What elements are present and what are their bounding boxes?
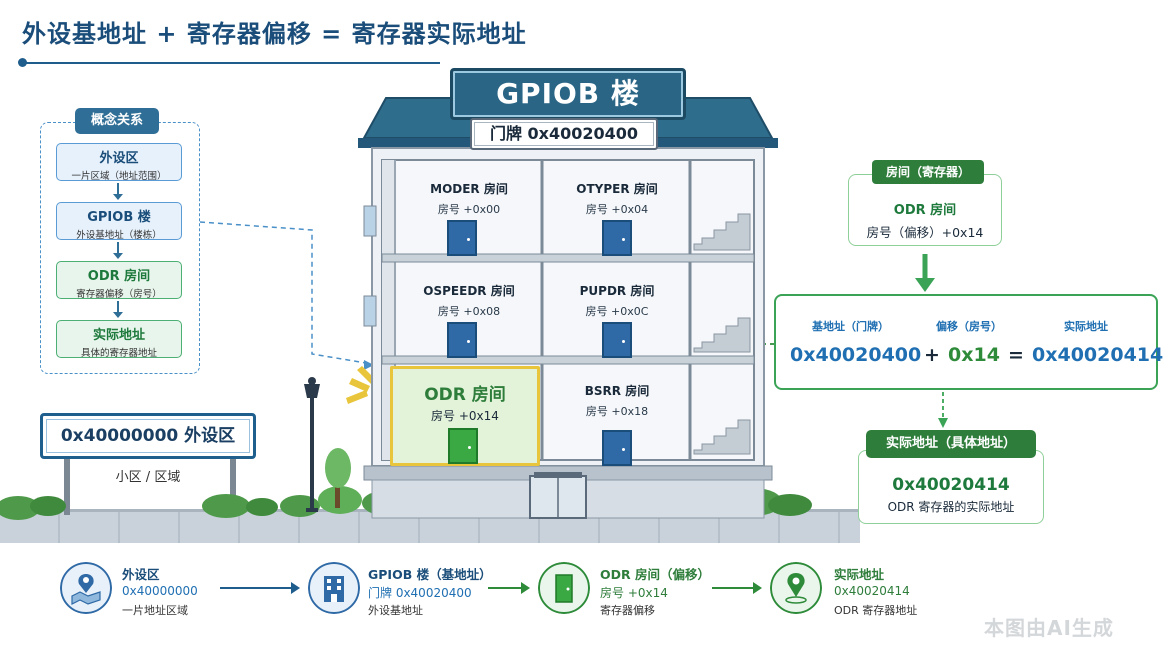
tree-icon — [325, 448, 351, 508]
register-name: ODR 房间 — [893, 203, 957, 218]
ai-watermark: 本图由AI生成 — [984, 616, 1114, 640]
door-icon — [602, 430, 632, 466]
flow-step-value: 门牌 0x40020400 — [368, 586, 472, 600]
formula-offset-value: 0x14 — [948, 344, 1000, 366]
room-moder: MODER 房间 房号 +0x00 — [396, 180, 542, 217]
formula-equals: = — [1008, 344, 1024, 366]
room-offset: 房号 +0x14 — [431, 409, 499, 423]
room-odr-highlight — [390, 366, 540, 466]
concept-tag: 概念关系 — [75, 108, 159, 134]
concept-item-sub: 具体的寄存器地址 — [80, 348, 157, 359]
formula-result-label: 实际地址 — [1064, 320, 1108, 333]
flow-step-value: 0x40020414 — [834, 584, 910, 598]
formula-base-value: 0x40020400 — [790, 344, 922, 366]
formula-base-label: 基地址（门牌） — [812, 320, 889, 333]
flow-step-title: GPIOB 楼（基地址） — [368, 567, 492, 582]
concept-odr-room: ODR 房间 寄存器偏移（房号） — [56, 261, 182, 300]
flow-step-title: ODR 房间（偏移） — [600, 567, 710, 582]
register-to-formula-arrowhead — [915, 278, 935, 292]
flow-step-title: 实际地址 — [834, 567, 885, 582]
result-value: 0x40020414 — [892, 475, 1010, 495]
room-name: ODR 房间 — [424, 385, 506, 405]
peripheral-zone-sign: 0x40000000 外设区 — [40, 413, 256, 459]
formula-to-result-arrowhead — [938, 418, 948, 428]
concept-real-address: 实际地址 具体的寄存器地址 — [56, 320, 182, 359]
flow-arrow — [712, 582, 762, 594]
room-pupdr: PUPDR 房间 房号 +0x0C — [544, 282, 690, 319]
gpiob-building: GPIOB 楼 门牌 0x40020400 MODER 房间 房号 +0x00 … — [358, 68, 778, 519]
result-tag: 实际地址（具体地址） — [866, 430, 1036, 458]
flow-step-sub: ODR 寄存器地址 — [834, 604, 918, 617]
concept-item-title: 外设区 — [99, 151, 139, 166]
street-lamp-icon — [304, 377, 320, 512]
formula-result-value: 0x40020414 — [1032, 344, 1164, 366]
stairs-icon — [693, 213, 751, 455]
room-offset: 房号 +0x04 — [585, 203, 649, 216]
map-pin-icon — [60, 562, 112, 614]
flow-step-sub: 寄存器偏移 — [600, 604, 655, 617]
register-card: ODR 房间 房号（偏移）+0x14 — [848, 174, 1002, 246]
flow-arrow — [488, 582, 530, 594]
room-name: OSPEEDR 房间 — [423, 284, 515, 298]
room-offset: 房号 +0x08 — [437, 305, 501, 318]
room-offset: 房号 +0x00 — [437, 203, 501, 216]
concept-gpiob-building: GPIOB 楼 外设基地址（楼栋） — [56, 202, 182, 241]
concept-item-title: 实际地址 — [92, 328, 145, 343]
concept-link-line — [199, 221, 373, 365]
register-offset: 房号（偏移）+0x14 — [866, 225, 984, 240]
title-rule — [22, 62, 440, 64]
concept-item-title: ODR 房间 — [87, 269, 151, 284]
room-name: MODER 房间 — [430, 182, 508, 196]
room-name: OTYPER 房间 — [576, 182, 658, 196]
room-ospeedr: OSPEEDR 房间 房号 +0x08 — [396, 282, 542, 319]
location-pin-icon — [770, 562, 822, 614]
flow-step-sub: 一片地址区域 — [122, 604, 188, 617]
door-icon — [538, 562, 590, 614]
page-title: 外设基地址 + 寄存器偏移 = 寄存器实际地址 — [22, 20, 527, 48]
flow-step-title: 外设区 — [122, 567, 160, 582]
door-icon — [602, 220, 632, 256]
room-offset: 房号 +0x18 — [585, 405, 649, 418]
address-formula: 基地址（门牌） 偏移（房号） 实际地址 0x40020400 + 0x14 = … — [774, 294, 1163, 390]
room-otyper: OTYPER 房间 房号 +0x04 — [544, 180, 690, 217]
concept-arrow — [113, 301, 123, 318]
flow-step-sub: 外设基地址 — [368, 604, 423, 617]
concept-arrow — [113, 242, 123, 259]
concept-item-sub: 外设基地址（楼栋） — [76, 230, 162, 241]
concept-link-arrowhead — [364, 360, 374, 370]
register-tag: 房间（寄存器） — [872, 160, 984, 184]
concept-item-sub: 寄存器偏移（房号） — [76, 289, 162, 300]
building-door-plate: 门牌 0x40020400 — [470, 118, 658, 150]
sign-post — [230, 459, 236, 515]
flow-arrow — [220, 582, 300, 594]
sign-post — [64, 459, 70, 515]
room-name: BSRR 房间 — [584, 384, 650, 398]
flow-step-value: 0x40000000 — [122, 584, 198, 598]
door-icon — [602, 322, 632, 358]
door-icon — [447, 220, 477, 256]
formula-plus: + — [924, 344, 940, 366]
building-icon — [308, 562, 360, 614]
building-name-board: GPIOB 楼 — [450, 68, 686, 120]
concept-item-title: GPIOB 楼 — [87, 210, 151, 225]
room-offset: 房号 +0x0C — [585, 305, 649, 318]
room-name: PUPDR 房间 — [579, 284, 655, 298]
formula-offset-label: 偏移（房号） — [936, 320, 1002, 333]
room-bsrr: BSRR 房间 房号 +0x18 — [544, 382, 690, 419]
flow-step-value: 房号 +0x14 — [600, 586, 668, 600]
concept-arrow — [113, 183, 123, 200]
result-desc: ODR 寄存器的实际地址 — [887, 500, 1015, 514]
concept-peripheral-zone: 外设区 一片区域（地址范围） — [56, 143, 182, 182]
door-icon — [447, 322, 477, 358]
peripheral-zone-sub: 小区 / 区域 — [115, 470, 181, 485]
concept-item-sub: 一片区域（地址范围） — [71, 171, 167, 182]
result-card: 0x40020414 ODR 寄存器的实际地址 — [858, 450, 1044, 524]
door-icon — [448, 428, 478, 464]
room-odr: ODR 房间 房号 +0x14 — [390, 380, 540, 424]
